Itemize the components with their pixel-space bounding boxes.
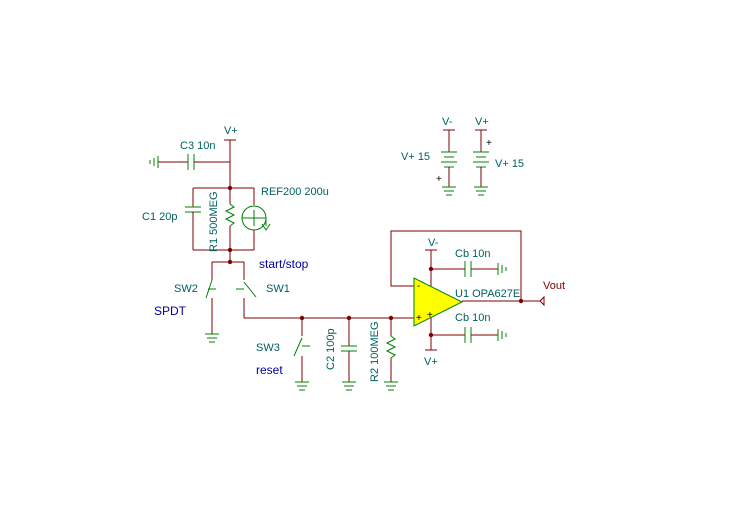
c2-capacitor: C2 100p	[325, 318, 357, 382]
sw3-switch: SW3	[256, 318, 310, 382]
spdt-annotation: SPDT	[154, 304, 187, 318]
sw2-label: SW2	[174, 283, 198, 295]
vplus-supply-label: V+	[475, 116, 489, 128]
cb-bottom-ground-symbol	[497, 329, 507, 341]
supply-vminus-ground-symbol	[442, 186, 456, 196]
c1-capacitor: C1 20p	[142, 206, 201, 227]
opamp-vminus-supply: V-	[425, 237, 439, 286]
cb-bottom-label: Cb 10n	[455, 312, 490, 324]
vminus-opamp-label: V-	[428, 237, 439, 249]
u1-label: U1 OPA627E	[455, 288, 520, 300]
supply-vplus-ground-symbol	[474, 186, 488, 196]
c2-ground-symbol	[342, 381, 356, 391]
top-parallel-block	[192, 185, 254, 253]
opamp-minus-pin: -	[417, 281, 420, 292]
supply-vminus-battery: V- + V+ 15	[401, 116, 457, 187]
sw1-switch: SW1	[236, 262, 290, 318]
c3-label: C3 10n	[180, 140, 215, 152]
feedback-wire	[390, 230, 522, 301]
r1-resistor: R1 500MEG	[208, 188, 236, 252]
opamp-plus-pin-inner: +	[427, 310, 433, 321]
opamp-u1: - + + U1 OPA627E	[413, 277, 520, 327]
start-stop-annotation: start/stop	[259, 257, 309, 271]
ref200-current-source: REF200 200u	[241, 186, 329, 250]
opamp-vplus-supply: V+	[424, 318, 438, 368]
vout-label: Vout	[543, 280, 565, 292]
r1-label: R1 500MEG	[208, 191, 220, 252]
sw3-label: SW3	[256, 342, 280, 354]
cb-top-capacitor: Cb 10n	[431, 248, 498, 277]
vplus-top-node: V+	[224, 125, 238, 162]
reset-annotation: reset	[256, 363, 283, 377]
vminus-supply-label: V-	[442, 116, 453, 128]
supply-vplus-battery: V+ + V+ 15	[473, 116, 524, 187]
cb-bottom-capacitor: Cb 10n	[431, 312, 498, 343]
supply-left-label: V+ 15	[401, 151, 430, 163]
vplus-supply-plus: +	[486, 138, 492, 149]
c3-ground-symbol	[149, 156, 159, 168]
c3-capacitor: C3 10n	[158, 140, 230, 170]
supply-right-label: V+ 15	[495, 158, 524, 170]
opamp-plus-pin: +	[416, 313, 422, 324]
c2-label: C2 100p	[325, 328, 337, 370]
sw2-ground-symbol	[205, 333, 219, 343]
sw3-ground-symbol	[295, 381, 309, 391]
r2-label: R2 100MEG	[369, 321, 381, 382]
vminus-supply-plus: +	[436, 174, 442, 185]
c1-label: C1 20p	[142, 211, 177, 223]
vplus-opamp-label: V+	[424, 356, 438, 368]
cb-top-label: Cb 10n	[455, 248, 490, 260]
r2-ground-symbol	[384, 381, 398, 391]
cb-top-ground-symbol	[497, 263, 507, 275]
ref200-label: REF200 200u	[261, 186, 329, 198]
sw1-label: SW1	[266, 283, 290, 295]
vplus-top-label: V+	[224, 125, 238, 137]
r2-resistor: R2 100MEG	[369, 318, 397, 382]
sw2-switch: SW2	[174, 262, 216, 334]
